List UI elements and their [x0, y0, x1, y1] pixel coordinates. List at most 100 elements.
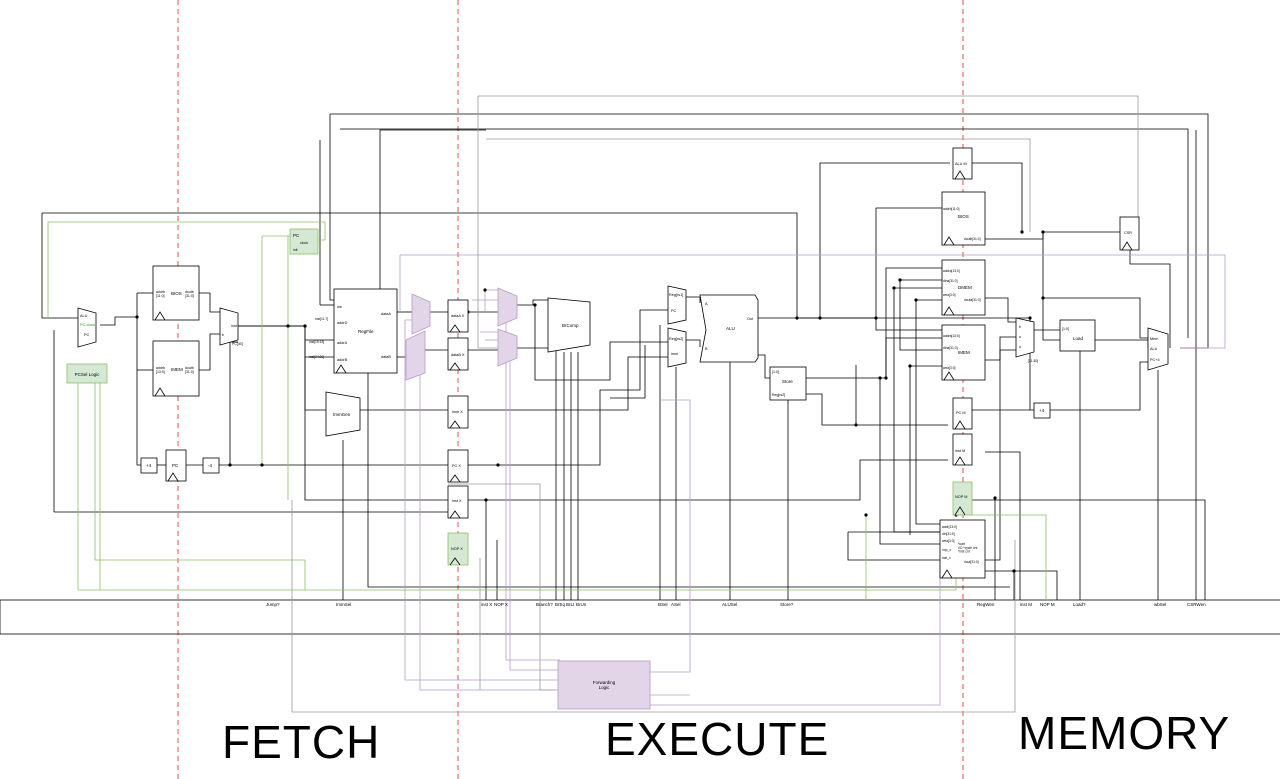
imem-mem-wea-label: wea[3:0]	[943, 366, 956, 370]
dmem-clock-icon	[943, 306, 955, 316]
control-signal-label: ImmSel	[336, 602, 351, 607]
alu-out-label: Out	[747, 317, 754, 321]
alu-a-label: A	[705, 302, 708, 306]
fetch-stage-title: FETCH	[222, 716, 381, 768]
imem-fetch-dout-label: doutb[31:0]	[185, 366, 194, 374]
immgen-label: ImmGen	[333, 412, 351, 417]
inst-m-clock-icon	[954, 456, 966, 466]
alu-block: ALU A B Out	[699, 294, 759, 363]
wire-junction	[135, 315, 139, 319]
dmem-addr-label: addra[13:0]	[943, 269, 960, 273]
pc-clock-clock-label: clock	[300, 241, 308, 245]
alu-b-label: B	[705, 347, 708, 351]
inst-m-register: inst M	[952, 433, 973, 466]
mem-sel-mux-a-label: b	[1019, 325, 1021, 329]
pc-register-clock-icon	[167, 472, 179, 482]
store-s1-label: [1:0]	[772, 370, 779, 374]
wb-mux-mem-label: Mem	[1150, 337, 1158, 341]
bios-fetch-clock-icon	[154, 311, 166, 321]
wire-junction	[874, 316, 878, 320]
mem-sel-mux-d-label: [31:30]	[1028, 359, 1038, 363]
uart-nopx-label: nop_x	[942, 548, 951, 552]
pc-x-register: PC X	[447, 449, 469, 483]
uart-dout-label: dout[31:0]	[964, 560, 979, 564]
inst-x-clock-icon	[449, 510, 461, 519]
memory-stage-title: MEMORY	[1018, 707, 1231, 759]
load-s-label: [1:0]	[1062, 327, 1069, 331]
regfile-addrb-label: addrB	[337, 358, 348, 362]
control-signal-label: BrEq	[555, 602, 566, 607]
dmem-wea-label: wea[3:0]	[943, 293, 956, 297]
alu-m-register: ALU M	[952, 147, 973, 180]
wire-junction	[1041, 230, 1045, 234]
plus4-adder-fetch: +4	[140, 457, 158, 474]
uart-din-label: din[31:0]	[942, 532, 955, 536]
wire-junction	[1041, 296, 1045, 300]
wire-junction	[1020, 230, 1024, 234]
imem-fetch-name: IMEM	[171, 367, 183, 372]
dmem-din-label: dina[31:0]	[943, 279, 958, 283]
alu-a-mux-pc-label: PC	[671, 309, 677, 313]
wire-junction	[898, 278, 902, 282]
bios-mem-clock-icon	[943, 236, 955, 246]
brcomp-label: BrComp	[562, 323, 579, 328]
control-signal-label: inst X	[481, 602, 492, 607]
wb-mux-alu-label: ALU	[1150, 347, 1158, 351]
uart-io-block: addr[13:0] din[31:0] wea[3:0] nop_x inst…	[939, 519, 986, 579]
csr-register: CSR	[1119, 216, 1140, 251]
minus4-label: -4	[208, 463, 212, 468]
control-signal-label: NOP X	[494, 602, 508, 607]
wire-junction	[483, 288, 487, 292]
control-signal-label: ASel	[671, 602, 681, 607]
wire-junction	[533, 303, 537, 307]
store-s2-label: Reg[rs2]	[772, 393, 785, 397]
pc-register-label: PC	[172, 463, 179, 468]
nop-m-label: NOP M	[955, 495, 967, 499]
control-signal-label: RegWen	[977, 602, 995, 607]
alu-a-mux-reg-rs1-label: Reg[rs1]	[669, 293, 683, 297]
execute-forward-mux-b	[497, 328, 518, 367]
wire-junction	[286, 324, 290, 328]
bios-fetch-addr-label: addrb[11:0]	[156, 290, 165, 298]
wire-junction	[993, 496, 997, 500]
wire-junction	[878, 376, 882, 380]
uart-wea-label: wea[3:0]	[942, 539, 955, 543]
control-signal-label: Load?	[1073, 602, 1086, 607]
pc-mux-alu-label: ALU	[80, 314, 88, 318]
inst-m-label: inst M	[955, 449, 965, 453]
wire-junction	[914, 298, 918, 302]
inst-mux: inst b PC[30]	[219, 307, 243, 346]
regfile-addrd-label: addrD	[337, 321, 348, 325]
nop-m-clock-icon	[954, 506, 966, 516]
dataa-x-clock-icon	[449, 324, 461, 333]
csr-clock-icon	[1121, 241, 1133, 251]
memory-select-mux: b a d [31:30]	[1015, 317, 1038, 363]
alu-a-mux: Reg[rs1] PC	[667, 285, 687, 325]
imem-mem-name: IMEM	[958, 350, 970, 355]
regfile-we-label: we	[337, 305, 342, 309]
imm-x-label: imm X	[452, 410, 463, 414]
pc-clock-title: PC	[293, 233, 300, 238]
alu-m-label: ALU M	[955, 162, 967, 166]
pcsel-logic-block: PCSel Logic	[66, 363, 108, 384]
regfile-addra-label: addrA	[337, 341, 348, 345]
dataa-x-register: dataA X	[447, 299, 469, 333]
pc-mux-pc-label: PC	[84, 333, 90, 337]
bios-memory-block: BIOS addrb[11:0] doutb[31:0]	[941, 191, 986, 246]
datab-forward-mux	[405, 330, 426, 381]
pc-clock-init-label: init	[293, 248, 298, 252]
pc-select-mux: ALU PC-clock PC	[77, 307, 97, 348]
control-signal-label: BrUn	[576, 602, 587, 607]
plus4-mem-label: +4	[1039, 408, 1045, 413]
inst-x-label: inst X	[452, 499, 462, 503]
imem-memory-block: IMEM addra[13:0] dina[31:0] wea[3:0]	[941, 324, 986, 381]
dataa-forward-mux	[411, 293, 431, 335]
load-name: Load	[1073, 336, 1084, 341]
bios-mem-dout-label: doutb[31:0]	[964, 237, 981, 241]
control-signal-label: wbSel	[1154, 602, 1166, 607]
pc-x-clock-icon	[449, 474, 461, 483]
minus4-adder: -4	[202, 457, 220, 474]
alu-b-mux-reg-rs2-label: Reg[rs2]	[669, 337, 683, 341]
